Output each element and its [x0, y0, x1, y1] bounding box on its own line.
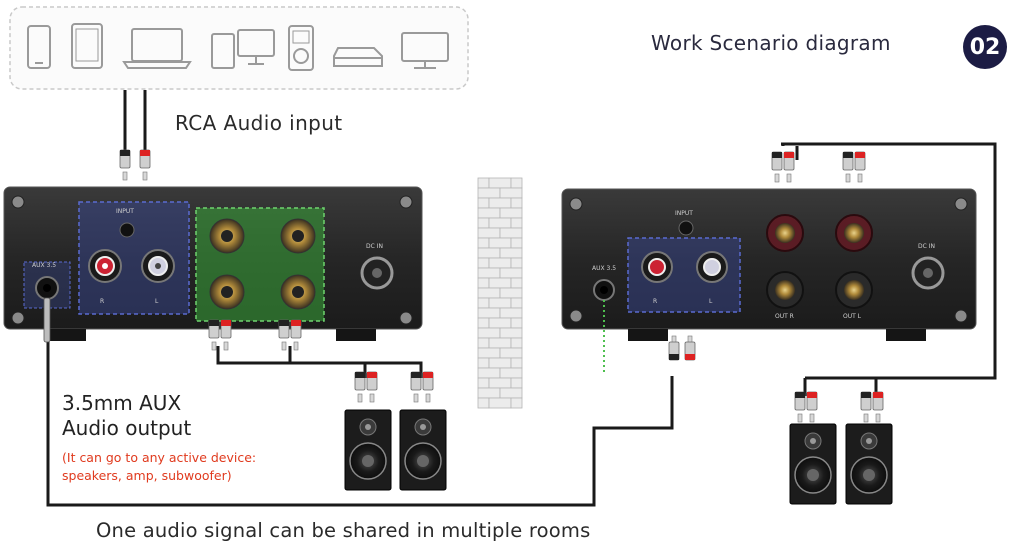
- rca-plug: [119, 149, 131, 181]
- panel-label-input-right: INPUT: [675, 210, 693, 217]
- monitor-icon: [401, 32, 449, 69]
- rca-plug: [410, 371, 422, 403]
- speaker: [344, 409, 392, 491]
- rca-plug: [220, 319, 232, 351]
- panel-label-aux-left: AUX 3.5: [32, 262, 57, 269]
- rca-plug: [771, 151, 783, 183]
- phone-icon: [27, 25, 51, 69]
- rca-plug: [139, 149, 151, 181]
- rca-plug: [684, 335, 696, 361]
- tablet-icon: [71, 23, 103, 69]
- amplifier-right: [561, 188, 977, 372]
- cables: [46, 90, 997, 507]
- panel-label-outl-right: OUT L: [843, 313, 862, 320]
- aux-output-title-line1: 3.5mm AUX: [62, 391, 182, 415]
- aux-output-title-line2: Audio output: [62, 416, 192, 440]
- panel-label-aux-right: AUX 3.5: [592, 265, 617, 272]
- brick-wall: [477, 177, 523, 409]
- rca-plug: [854, 151, 866, 183]
- rca-plug: [668, 335, 680, 361]
- bottom-caption: One audio signal can be shared in multip…: [96, 519, 591, 542]
- aux-output-note-line2: speakers, amp, subwoofer): [62, 468, 232, 483]
- rca-plug: [842, 151, 854, 183]
- diagram-number-badge: 02: [963, 25, 1007, 69]
- rca-plug: [290, 319, 302, 351]
- rca-plugs: [43, 149, 884, 423]
- rca-plug: [872, 391, 884, 423]
- rca-plug: [422, 371, 434, 403]
- panel-label-outr-right: OUT R: [775, 313, 794, 320]
- speaker: [399, 409, 447, 491]
- rca-input-label: RCA Audio input: [175, 111, 343, 135]
- rca-plug: [354, 371, 366, 403]
- set-top-box-icon: [333, 47, 383, 67]
- rca-plug: [794, 391, 806, 423]
- panel-label-input-left: INPUT: [116, 208, 134, 215]
- laptop-icon: [122, 28, 192, 69]
- rca-plug: [783, 151, 795, 183]
- speakers: [344, 409, 893, 505]
- rca-plug: [208, 319, 220, 351]
- desktop-pc-icon: [211, 29, 275, 69]
- amplifier-left: [3, 186, 423, 341]
- panel-label-r-left: R: [100, 298, 105, 305]
- diagram-title: Work Scenario diagram: [651, 31, 891, 55]
- speaker: [789, 423, 837, 505]
- mp3-player-icon: [288, 25, 314, 71]
- panel-label-l-left: L: [155, 298, 159, 305]
- panel-label-dcin-right: DC IN: [918, 243, 935, 250]
- rca-plug: [806, 391, 818, 423]
- panel-label-l-right: L: [709, 298, 713, 305]
- rca-plug: [278, 319, 290, 351]
- rca-plug: [860, 391, 872, 423]
- speaker: [845, 423, 893, 505]
- aux-output-note-line1: (It can go to any active device:: [62, 450, 257, 465]
- rca-plug: [366, 371, 378, 403]
- panel-label-dcin-left: DC IN: [366, 243, 383, 250]
- panel-label-r-right: R: [653, 298, 658, 305]
